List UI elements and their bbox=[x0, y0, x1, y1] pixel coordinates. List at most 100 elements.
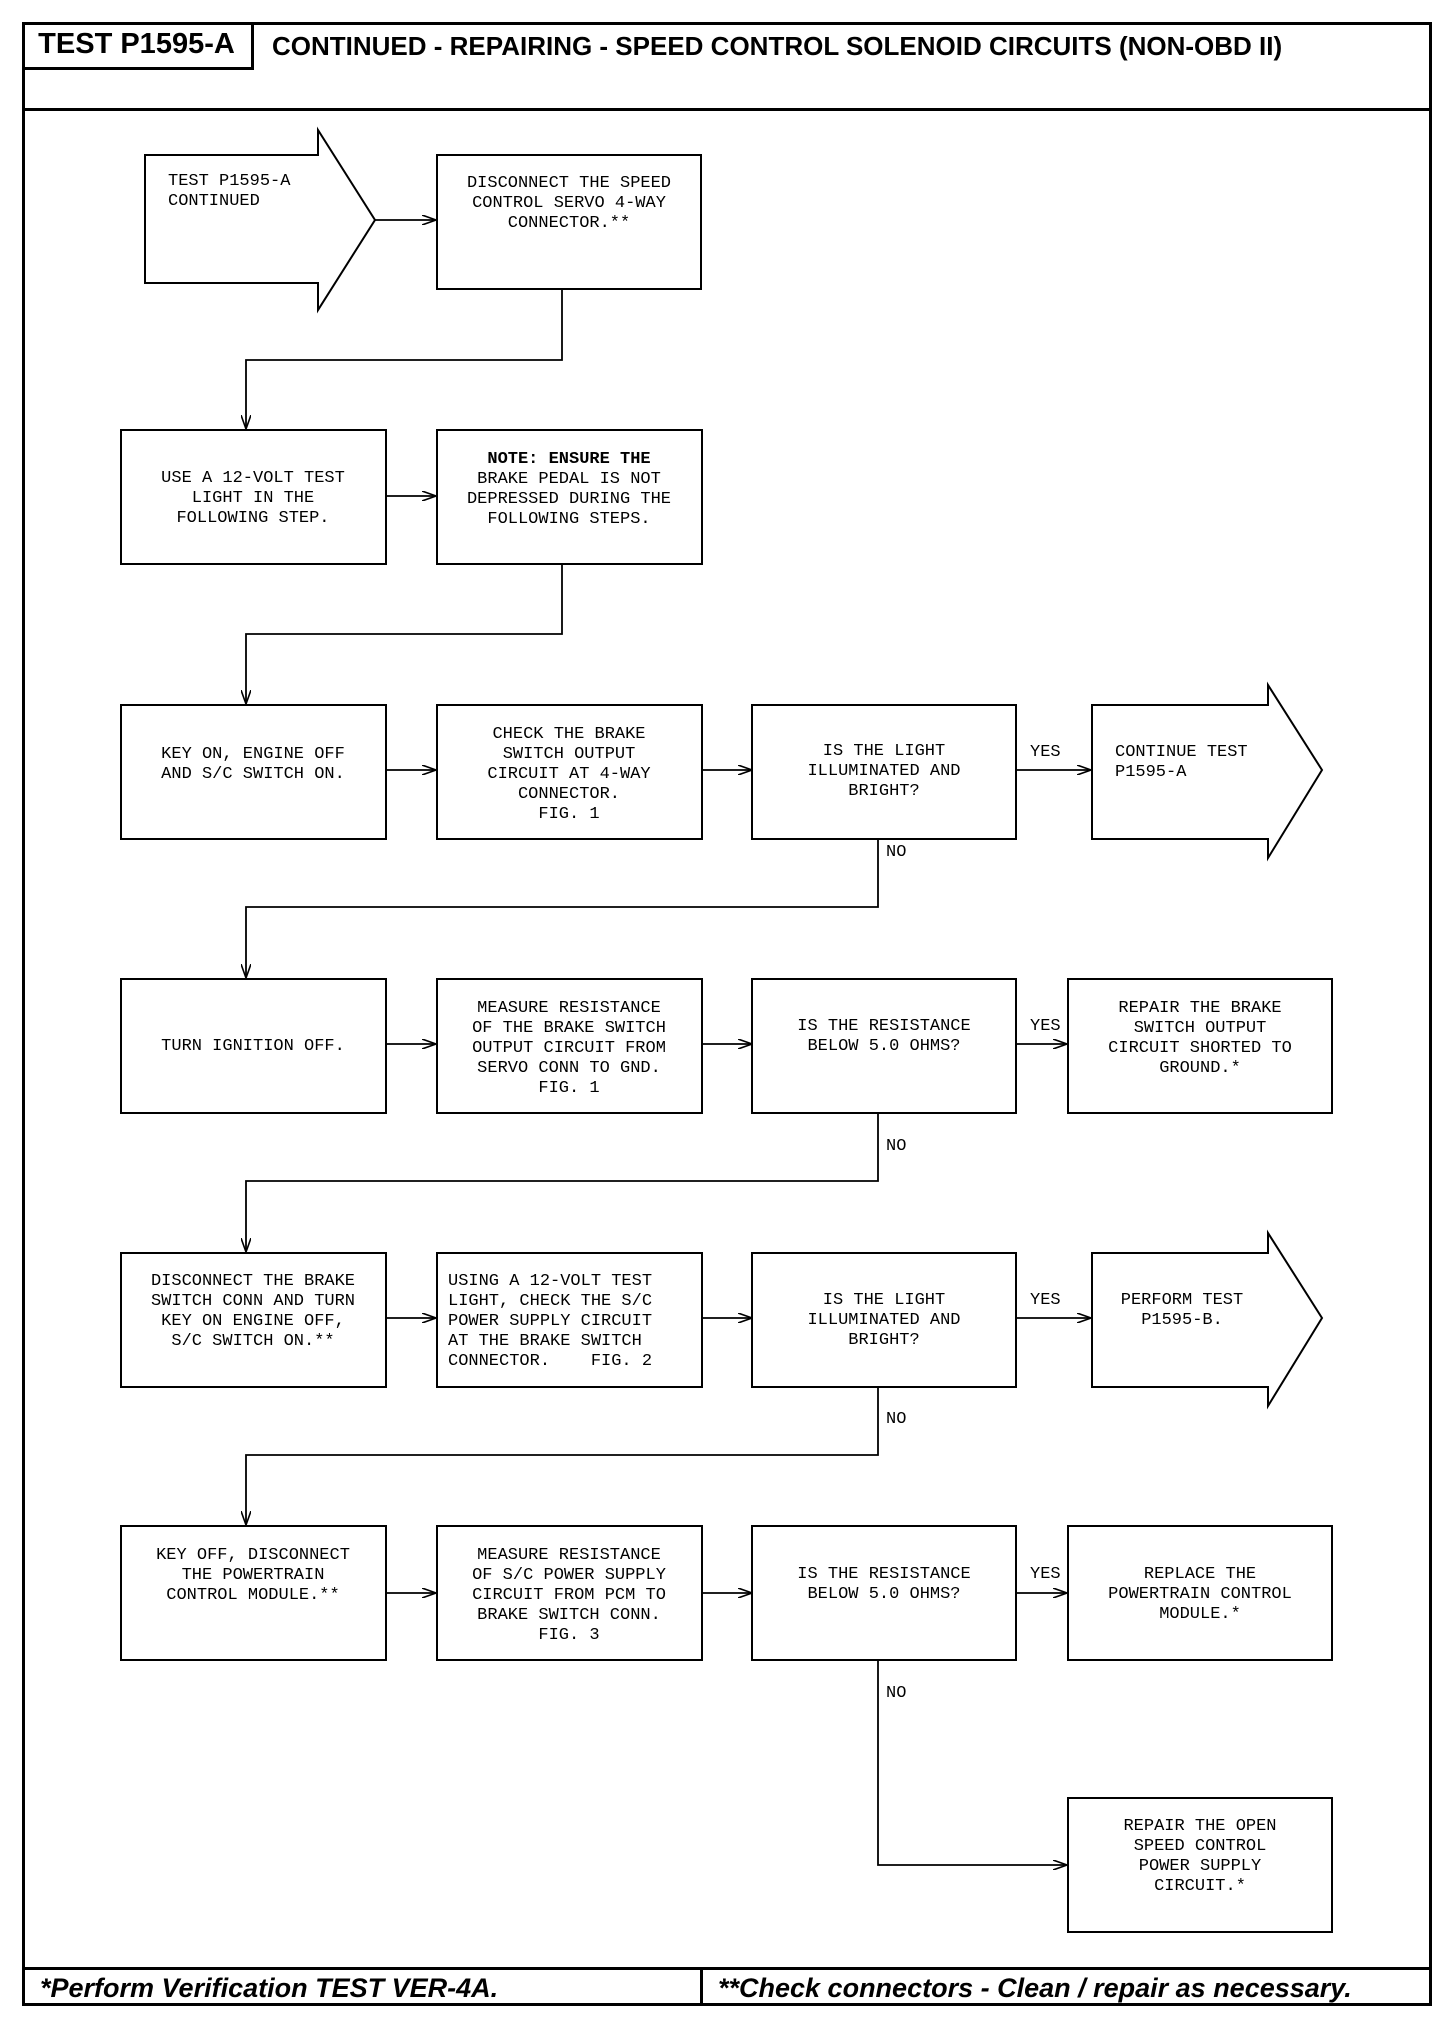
repair-open-circuit-box: REPAIR THE OPEN SPEED CONTROL POWER SUPP… bbox=[1067, 1797, 1333, 1933]
connector-lines bbox=[246, 220, 1090, 1865]
measure-power-supply-line-3: CIRCUIT FROM PCM TO bbox=[472, 1586, 666, 1605]
disconnect-brake-switch-line-1: DISCONNECT THE BRAKE bbox=[151, 1272, 355, 1291]
check-brake-switch-box: CHECK THE BRAKE SWITCH OUTPUT CIRCUIT AT… bbox=[436, 704, 703, 840]
use-test-light-line-1: USE A 12-VOLT TEST bbox=[161, 469, 345, 488]
turn-ignition-off-box: TURN IGNITION OFF. bbox=[120, 978, 387, 1114]
measure-power-supply-line-2: OF S/C POWER SUPPLY bbox=[472, 1566, 666, 1585]
light-question-2-line-3: BRIGHT? bbox=[848, 1331, 919, 1350]
key-off-pcm-box: KEY OFF, DISCONNECT THE POWERTRAIN CONTR… bbox=[120, 1525, 387, 1661]
use-test-light-line-2: LIGHT IN THE bbox=[192, 489, 314, 508]
repair-brake-output-line-2: SWITCH OUTPUT bbox=[1134, 1019, 1267, 1038]
replace-pcm-line-2: POWERTRAIN CONTROL bbox=[1108, 1585, 1292, 1604]
yes-label-1: YES bbox=[1030, 743, 1061, 762]
light-question-1-line-1: IS THE LIGHT bbox=[823, 742, 945, 761]
svg-text:TEST P1595-A: TEST P1595-A bbox=[168, 172, 291, 191]
perform-test-b-arrow: PERFORM TEST P1595-B. bbox=[1091, 1229, 1324, 1410]
header-rule bbox=[22, 108, 1432, 111]
note-brake-line-3: DEPRESSED DURING THE bbox=[467, 490, 671, 509]
continue-test-line-2: P1595-A bbox=[1115, 763, 1187, 782]
footer-rule bbox=[22, 1967, 1432, 1970]
page-title: CONTINUED - REPAIRING - SPEED CONTROL SO… bbox=[272, 31, 1283, 61]
disconnect-servo-line-2: CONTROL SERVO 4-WAY bbox=[472, 194, 666, 213]
disconnect-brake-switch-line-3: KEY ON ENGINE OFF, bbox=[161, 1312, 345, 1331]
repair-open-line-3: POWER SUPPLY bbox=[1139, 1857, 1261, 1876]
footer-divider bbox=[700, 1967, 703, 2006]
start-line-1: TEST P1595-A bbox=[168, 172, 291, 191]
light-question-1-line-2: ILLUMINATED AND bbox=[807, 762, 960, 781]
repair-brake-output-line-4: GROUND.* bbox=[1159, 1059, 1241, 1078]
repair-brake-output-line-1: REPAIR THE BRAKE bbox=[1118, 999, 1281, 1018]
disconnect-servo-line-3: CONNECTOR.** bbox=[508, 214, 630, 233]
key-on-line-1: KEY ON, ENGINE OFF bbox=[161, 745, 345, 764]
perform-test-b-line-1: PERFORM TEST bbox=[1121, 1291, 1243, 1310]
no-label-3: NO bbox=[886, 1410, 906, 1429]
key-on-line-2: AND S/C SWITCH ON. bbox=[161, 765, 345, 784]
turn-ignition-off-line-1: TURN IGNITION OFF. bbox=[161, 1037, 345, 1056]
start-arrow: TEST P1595-A CONTINUED bbox=[144, 126, 377, 314]
light-question-2-line-2: ILLUMINATED AND bbox=[807, 1311, 960, 1330]
svg-text:CONTINUED: CONTINUED bbox=[168, 192, 260, 211]
continue-test-line-1: CONTINUE TEST bbox=[1115, 743, 1248, 762]
measure-brake-switch-line-1: MEASURE RESISTANCE bbox=[477, 999, 661, 1018]
light-question-1-box: IS THE LIGHT ILLUMINATED AND BRIGHT? bbox=[751, 704, 1017, 840]
check-brake-switch-line-2: SWITCH OUTPUT bbox=[503, 745, 636, 764]
check-brake-switch-line-1: CHECK THE BRAKE bbox=[492, 725, 645, 744]
start-line-2: CONTINUED bbox=[168, 192, 260, 211]
continue-test-arrow: CONTINUE TEST P1595-A bbox=[1091, 681, 1324, 862]
test-tag: TEST P1595-A bbox=[22, 22, 254, 70]
measure-brake-switch-line-2: OF THE BRAKE SWITCH bbox=[472, 1019, 666, 1038]
check-power-supply-line-1: USING A 12-VOLT TEST bbox=[448, 1272, 652, 1291]
light-question-2-box: IS THE LIGHT ILLUMINATED AND BRIGHT? bbox=[751, 1252, 1017, 1388]
check-power-supply-line-5: CONNECTOR. FIG. 2 bbox=[448, 1352, 652, 1371]
note-brake-line-2: BRAKE PEDAL IS NOT bbox=[477, 470, 661, 489]
key-off-pcm-line-1: KEY OFF, DISCONNECT bbox=[156, 1546, 350, 1565]
check-brake-switch-line-4: CONNECTOR. bbox=[518, 785, 620, 804]
resistance-question-1-line-1: IS THE RESISTANCE bbox=[797, 1017, 970, 1036]
measure-power-supply-line-4: BRAKE SWITCH CONN. bbox=[477, 1606, 661, 1625]
note-brake-line-1: NOTE: ENSURE THE bbox=[487, 450, 650, 469]
yes-label-2: YES bbox=[1030, 1017, 1061, 1036]
resistance-question-1-box: IS THE RESISTANCE BELOW 5.0 OHMS? bbox=[751, 978, 1017, 1114]
repair-brake-output-box: REPAIR THE BRAKE SWITCH OUTPUT CIRCUIT S… bbox=[1067, 978, 1333, 1114]
footer-verification-note: *Perform Verification TEST VER-4A. bbox=[40, 1973, 499, 2003]
measure-power-supply-line-1: MEASURE RESISTANCE bbox=[477, 1546, 661, 1565]
check-power-supply-box: USING A 12-VOLT TEST LIGHT, CHECK THE S/… bbox=[436, 1252, 703, 1388]
footer-connector-note: **Check connectors - Clean / repair as n… bbox=[718, 1973, 1352, 2003]
yes-label-3: YES bbox=[1030, 1291, 1061, 1310]
replace-pcm-line-1: REPLACE THE bbox=[1144, 1565, 1256, 1584]
no-label-2: NO bbox=[886, 1137, 906, 1156]
disconnect-servo-box: DISCONNECT THE SPEED CONTROL SERVO 4-WAY… bbox=[436, 154, 702, 290]
resistance-question-2-box: IS THE RESISTANCE BELOW 5.0 OHMS? bbox=[751, 1525, 1017, 1661]
measure-power-supply-box: MEASURE RESISTANCE OF S/C POWER SUPPLY C… bbox=[436, 1525, 703, 1661]
perform-test-b-line-2: P1595-B. bbox=[1141, 1311, 1223, 1330]
disconnect-servo-line-1: DISCONNECT THE SPEED bbox=[467, 174, 671, 193]
measure-power-supply-line-5: FIG. 3 bbox=[538, 1626, 599, 1645]
check-brake-switch-line-3: CIRCUIT AT 4-WAY bbox=[487, 765, 650, 784]
replace-pcm-box: REPLACE THE POWERTRAIN CONTROL MODULE.* bbox=[1067, 1525, 1333, 1661]
note-brake-box: NOTE: ENSURE THE BRAKE PEDAL IS NOT DEPR… bbox=[436, 429, 703, 565]
measure-brake-switch-line-4: SERVO CONN TO GND. bbox=[477, 1059, 661, 1078]
note-brake-line-4: FOLLOWING STEPS. bbox=[487, 510, 650, 529]
check-power-supply-line-2: LIGHT, CHECK THE S/C bbox=[448, 1292, 652, 1311]
resistance-question-2-line-1: IS THE RESISTANCE bbox=[797, 1565, 970, 1584]
key-on-box: KEY ON, ENGINE OFF AND S/C SWITCH ON. bbox=[120, 704, 387, 840]
check-brake-switch-line-5: FIG. 1 bbox=[538, 805, 599, 824]
measure-brake-switch-box: MEASURE RESISTANCE OF THE BRAKE SWITCH O… bbox=[436, 978, 703, 1114]
key-off-pcm-line-3: CONTROL MODULE.** bbox=[166, 1586, 339, 1605]
use-test-light-line-3: FOLLOWING STEP. bbox=[176, 509, 329, 528]
repair-open-line-1: REPAIR THE OPEN bbox=[1123, 1817, 1276, 1836]
no-label-4: NO bbox=[886, 1684, 906, 1703]
measure-brake-switch-line-3: OUTPUT CIRCUIT FROM bbox=[472, 1039, 666, 1058]
yes-label-4: YES bbox=[1030, 1565, 1061, 1584]
light-question-2-line-1: IS THE LIGHT bbox=[823, 1291, 945, 1310]
disconnect-brake-switch-line-4: S/C SWITCH ON.** bbox=[171, 1332, 334, 1351]
key-off-pcm-line-2: THE POWERTRAIN bbox=[182, 1566, 325, 1585]
light-question-1-line-3: BRIGHT? bbox=[848, 782, 919, 801]
measure-brake-switch-line-5: FIG. 1 bbox=[538, 1079, 599, 1098]
repair-brake-output-line-3: CIRCUIT SHORTED TO bbox=[1108, 1039, 1292, 1058]
disconnect-brake-switch-line-2: SWITCH CONN AND TURN bbox=[151, 1292, 355, 1311]
check-power-supply-line-4: AT THE BRAKE SWITCH bbox=[448, 1332, 642, 1351]
resistance-question-2-line-2: BELOW 5.0 OHMS? bbox=[807, 1585, 960, 1604]
repair-open-line-4: CIRCUIT.* bbox=[1154, 1877, 1246, 1896]
